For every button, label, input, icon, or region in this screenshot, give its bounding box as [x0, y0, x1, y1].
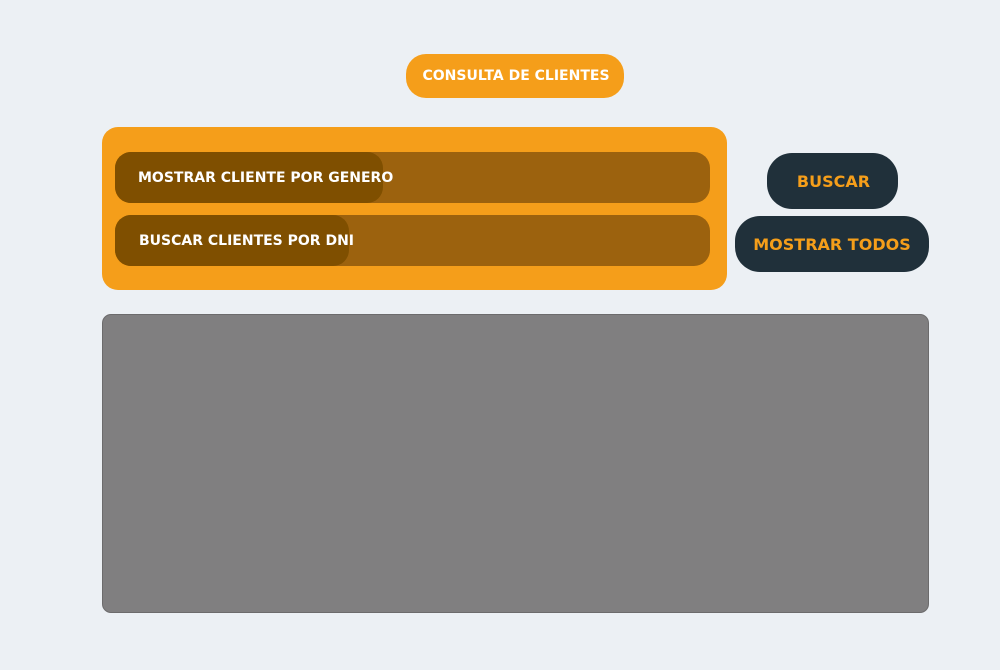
- show-all-button[interactable]: MOSTRAR TODOS: [735, 216, 929, 272]
- dni-search-input[interactable]: [349, 215, 710, 266]
- search-button[interactable]: BUSCAR: [767, 153, 898, 209]
- search-panel: MOSTRAR CLIENTE POR GENERO BUSCAR CLIENT…: [102, 127, 727, 290]
- dni-search-label: BUSCAR CLIENTES POR DNI: [115, 215, 354, 266]
- gender-filter-input[interactable]: [383, 152, 710, 203]
- results-area: [102, 314, 929, 613]
- gender-filter-label: MOSTRAR CLIENTE POR GENERO: [115, 152, 393, 203]
- dni-search-row: BUSCAR CLIENTES POR DNI: [115, 215, 710, 266]
- page-title: CONSULTA DE CLIENTES: [406, 54, 624, 98]
- gender-filter-row: MOSTRAR CLIENTE POR GENERO: [115, 152, 710, 203]
